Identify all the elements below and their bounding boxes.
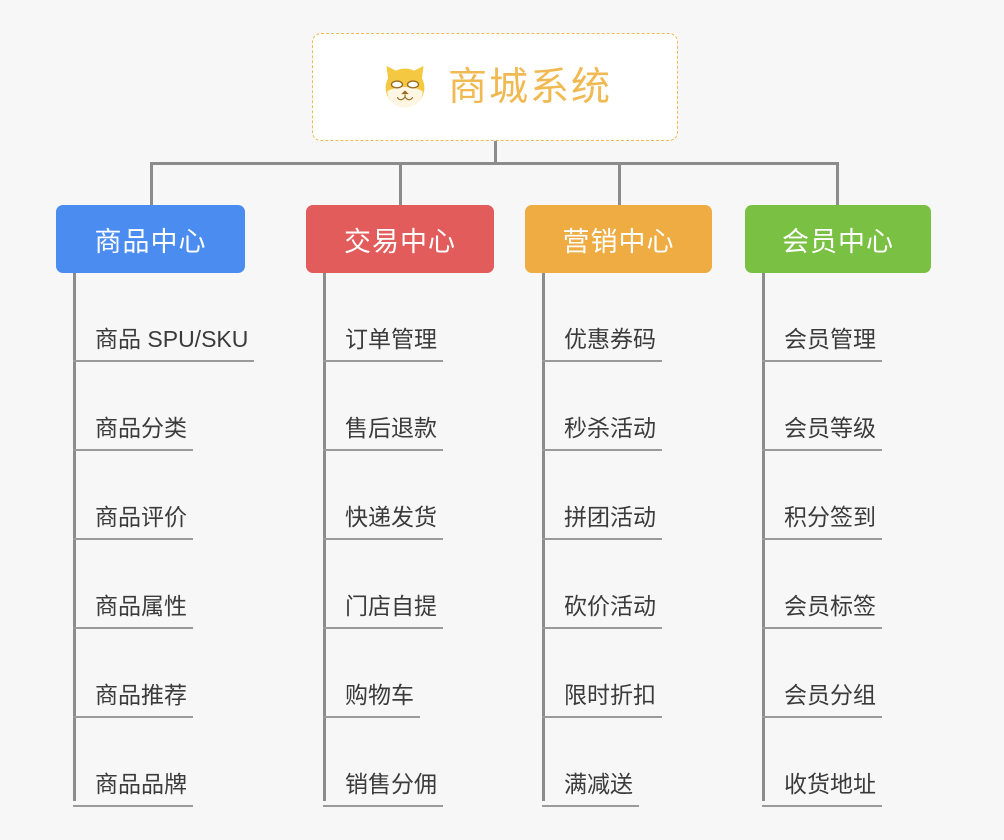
leaf-item[interactable]: 会员标签: [762, 540, 882, 629]
category-header-商品中心[interactable]: 商品中心: [56, 205, 245, 273]
leaf-item[interactable]: 订单管理: [323, 273, 443, 362]
category-header-label: 商品中心: [94, 226, 207, 257]
category-header-label: 会员中心: [782, 226, 894, 257]
leaf-item[interactable]: 门店自提: [323, 540, 443, 629]
leaf-item-label: 收货地址: [762, 770, 882, 807]
leaf-item-label: 会员分组: [762, 681, 882, 718]
leaf-item[interactable]: 销售分佣: [323, 718, 443, 807]
category-trunk: [542, 273, 545, 801]
leaf-item[interactable]: 商品评价: [73, 451, 193, 540]
leaf-item[interactable]: 售后退款: [323, 362, 443, 451]
leaf-item[interactable]: 购物车: [323, 629, 420, 718]
leaf-item[interactable]: 收货地址: [762, 718, 882, 807]
leaf-item-label: 商品分类: [73, 414, 193, 451]
category-trunk: [762, 273, 765, 801]
root-node-label: 商城系统: [447, 65, 612, 109]
category-trunk: [73, 273, 76, 801]
leaf-item[interactable]: 砍价活动: [542, 540, 662, 629]
shiba-dog-face-icon: [385, 65, 425, 108]
leaf-item[interactable]: 优惠券码: [542, 273, 662, 362]
leaf-item[interactable]: 商品品牌: [73, 718, 193, 807]
connector-drop-4: [836, 162, 839, 206]
leaf-item-label: 砍价活动: [542, 592, 662, 629]
category-trunk: [323, 273, 326, 801]
leaf-item-label: 拼团活动: [542, 503, 662, 540]
leaf-item-label: 销售分佣: [323, 770, 443, 807]
leaf-item-label: 限时折扣: [542, 681, 662, 718]
category-header-label: 交易中心: [344, 226, 456, 257]
leaf-item[interactable]: 商品分类: [73, 362, 193, 451]
leaf-item[interactable]: 商品属性: [73, 540, 193, 629]
root-node-商城系统[interactable]: 商城系统: [312, 33, 678, 141]
leaf-item-label: 会员管理: [762, 325, 882, 362]
leaf-item[interactable]: 满减送: [542, 718, 639, 807]
leaf-item-label: 满减送: [542, 770, 639, 807]
connector-horizontal-bus: [150, 162, 839, 165]
leaf-item[interactable]: 限时折扣: [542, 629, 662, 718]
category-header-label: 营销中心: [562, 226, 675, 257]
leaf-item-label: 购物车: [323, 681, 420, 718]
leaf-item-label: 商品推荐: [73, 681, 193, 718]
leaf-item-label: 门店自提: [323, 592, 443, 629]
connector-drop-1: [150, 162, 153, 206]
category-header-交易中心[interactable]: 交易中心: [306, 205, 494, 273]
leaf-item[interactable]: 商品 SPU/SKU: [73, 273, 255, 362]
leaf-item[interactable]: 秒杀活动: [542, 362, 662, 451]
leaf-item[interactable]: 会员等级: [762, 362, 882, 451]
connector-drop-3: [618, 162, 621, 206]
category-header-会员中心[interactable]: 会员中心: [745, 205, 931, 273]
connector-root-stem: [494, 141, 497, 165]
leaf-item[interactable]: 会员管理: [762, 273, 882, 362]
leaf-item-label: 秒杀活动: [542, 414, 662, 451]
leaf-item-label: 订单管理: [323, 325, 443, 362]
leaf-item-label: 商品属性: [73, 592, 193, 629]
leaf-item-label: 商品 SPU/SKU: [73, 325, 255, 362]
connector-drop-2: [399, 162, 402, 206]
leaf-item[interactable]: 积分签到: [762, 451, 882, 540]
category-header-营销中心[interactable]: 营销中心: [525, 205, 712, 273]
leaf-item[interactable]: 快递发货: [323, 451, 443, 540]
leaf-item-label: 优惠券码: [542, 325, 662, 362]
leaf-item-label: 会员标签: [762, 592, 882, 629]
leaf-item-label: 商品品牌: [73, 770, 193, 807]
leaf-item-label: 快递发货: [323, 503, 443, 540]
leaf-item[interactable]: 商品推荐: [73, 629, 193, 718]
leaf-item-label: 会员等级: [762, 414, 882, 451]
leaf-item-label: 商品评价: [73, 503, 193, 540]
leaf-item-label: 积分签到: [762, 503, 882, 540]
leaf-item[interactable]: 拼团活动: [542, 451, 662, 540]
leaf-item-label: 售后退款: [323, 414, 443, 451]
leaf-item[interactable]: 会员分组: [762, 629, 882, 718]
